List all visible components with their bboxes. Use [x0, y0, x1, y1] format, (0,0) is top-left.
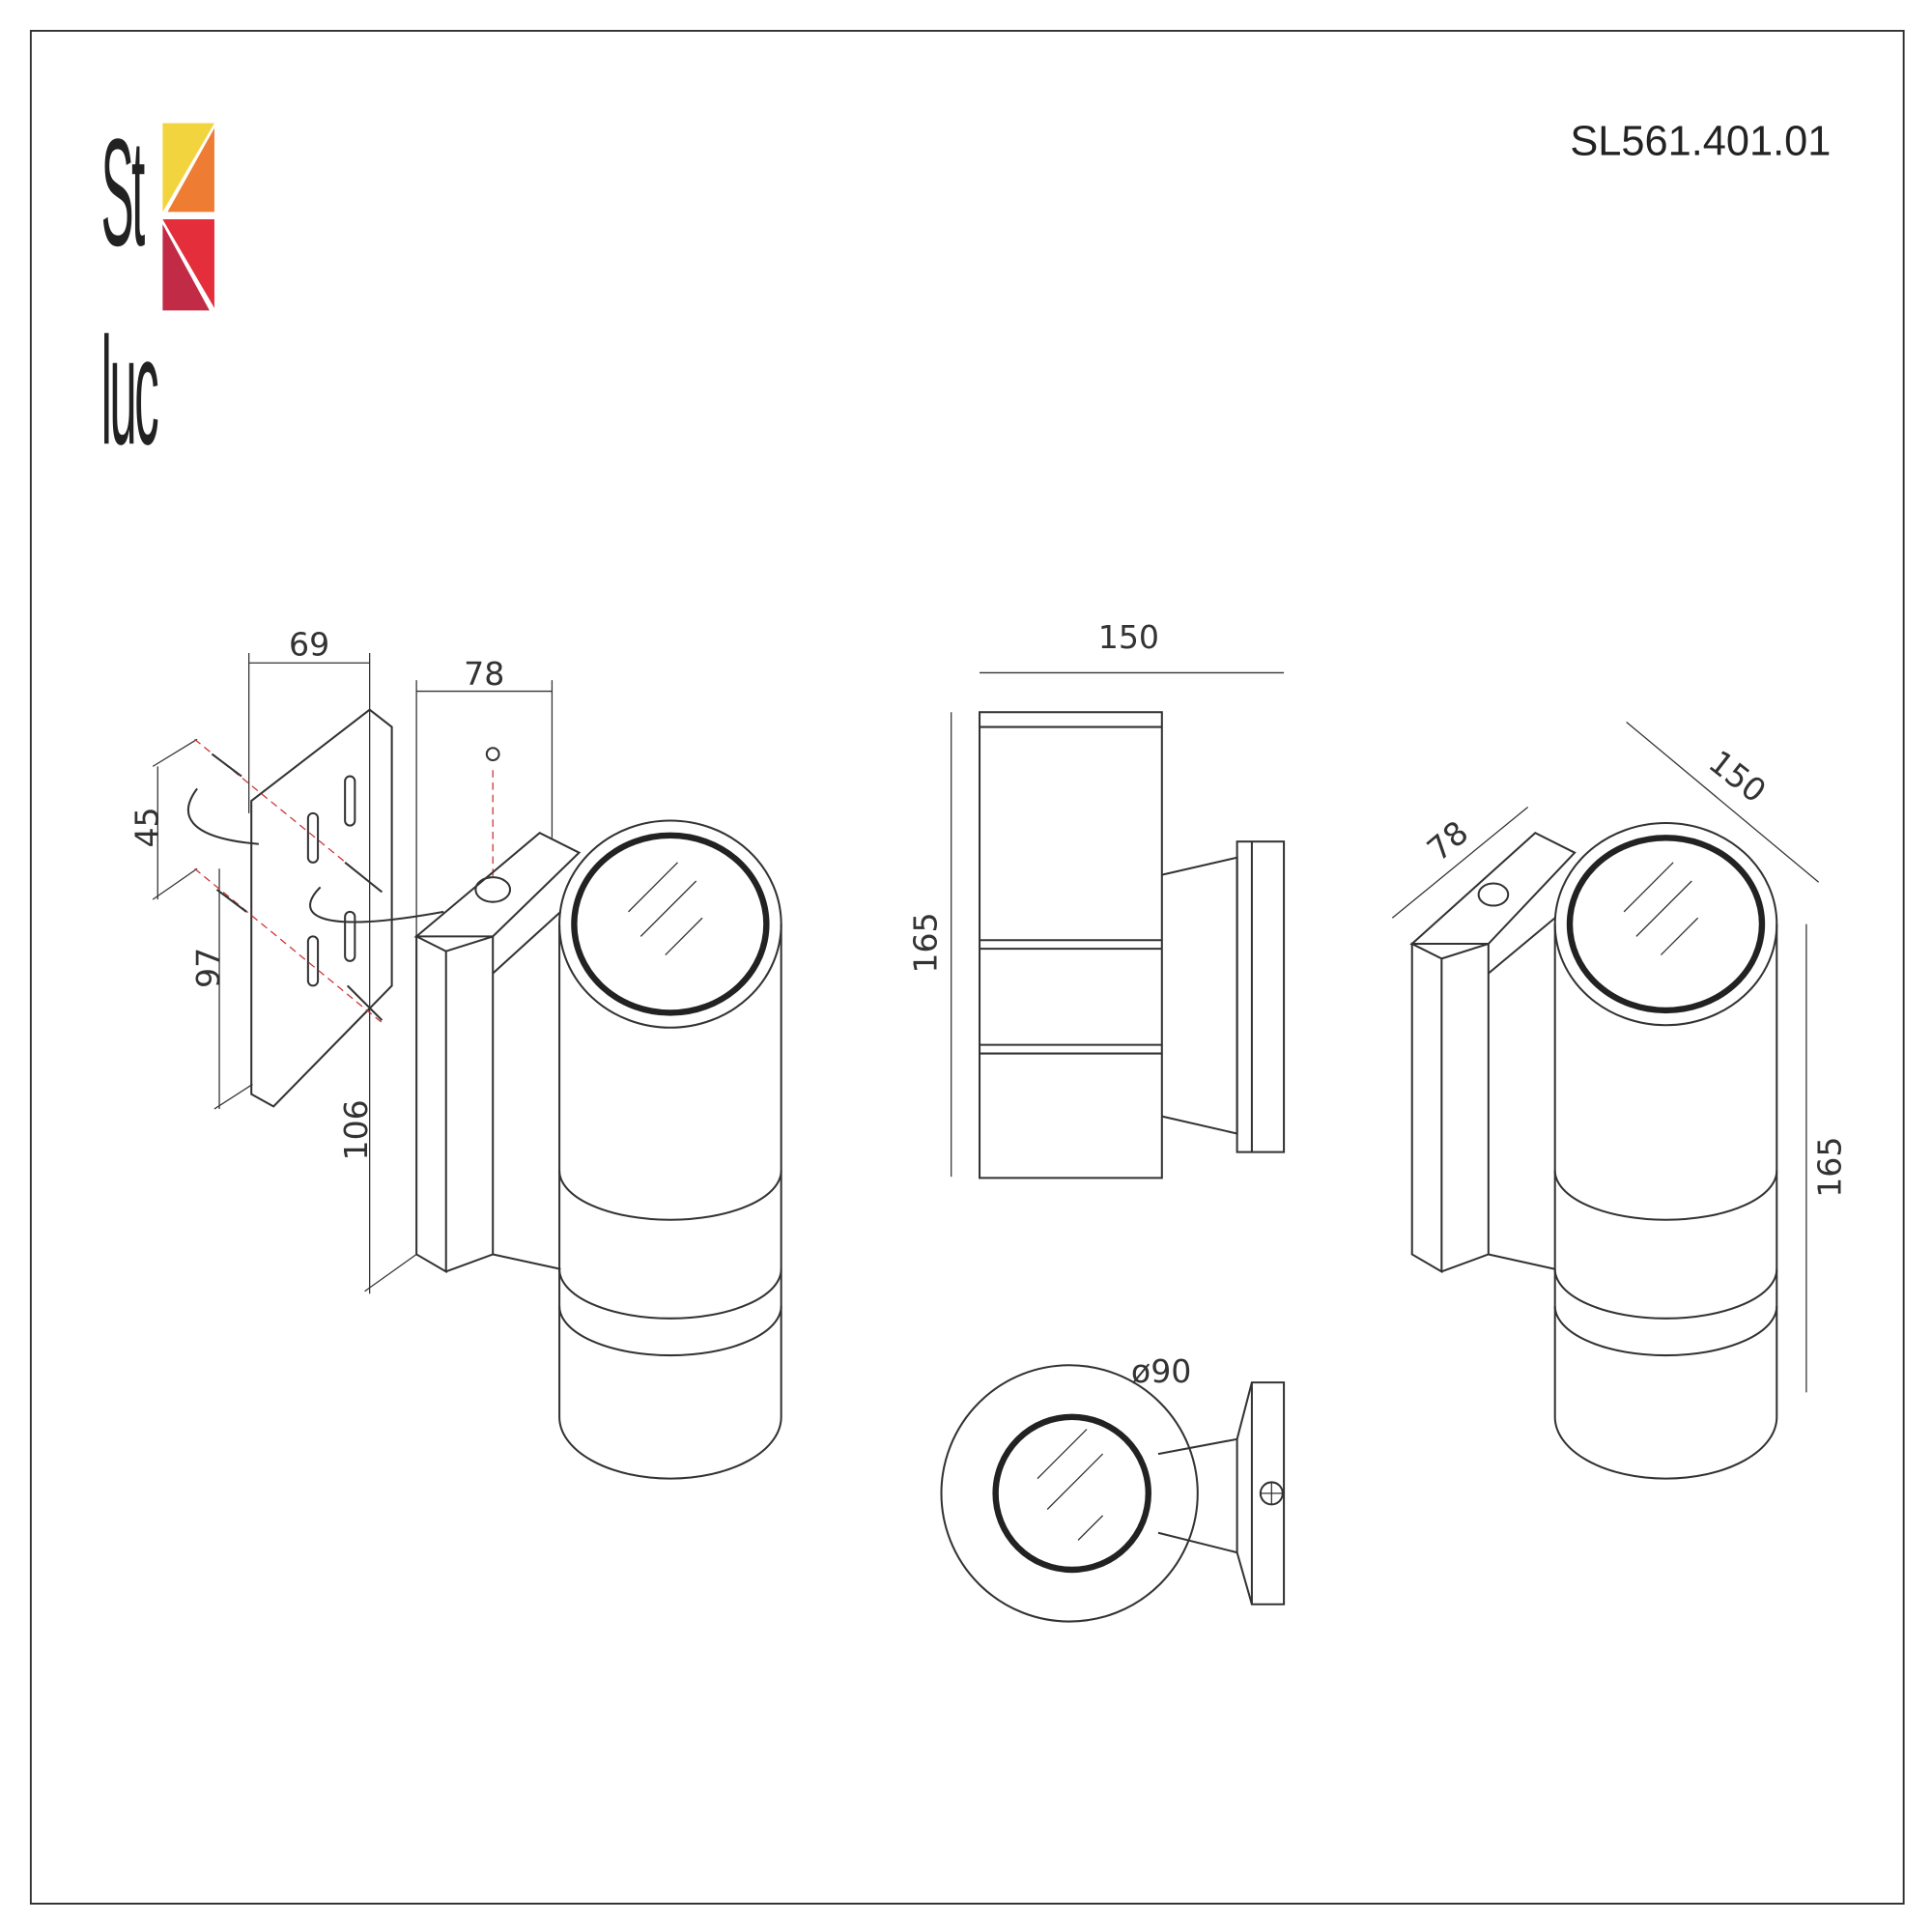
dim-side-width: 150 [1098, 618, 1159, 656]
top-view: ø90 [940, 1352, 1286, 1623]
dim-depth-mount: 78 [464, 655, 504, 693]
dim-bracket-height: 97 [189, 948, 227, 988]
dim-iso-height: 165 [1811, 1136, 1849, 1197]
model-number: SL561.401.01 [1570, 119, 1831, 165]
frame-border [29, 29, 1905, 1905]
dim-bracket-width: 69 [289, 626, 329, 664]
mounting-view: 69 78 45 97 106 [128, 626, 782, 1480]
dim-mount-height: 106 [337, 1099, 375, 1160]
dim-iso-width: 150 [1702, 743, 1774, 810]
isometric-view: 78 150 165 [1391, 721, 1849, 1480]
dim-iso-depth: 78 [1420, 813, 1475, 868]
dim-side-height: 165 [906, 912, 944, 973]
dim-diameter: ø90 [1131, 1352, 1191, 1390]
brand-name: St luce [100, 111, 159, 539]
side-view: 150 165 [906, 618, 1286, 1179]
dim-hole-spacing: 45 [128, 807, 165, 847]
brand-logo: St luce [100, 111, 214, 540]
